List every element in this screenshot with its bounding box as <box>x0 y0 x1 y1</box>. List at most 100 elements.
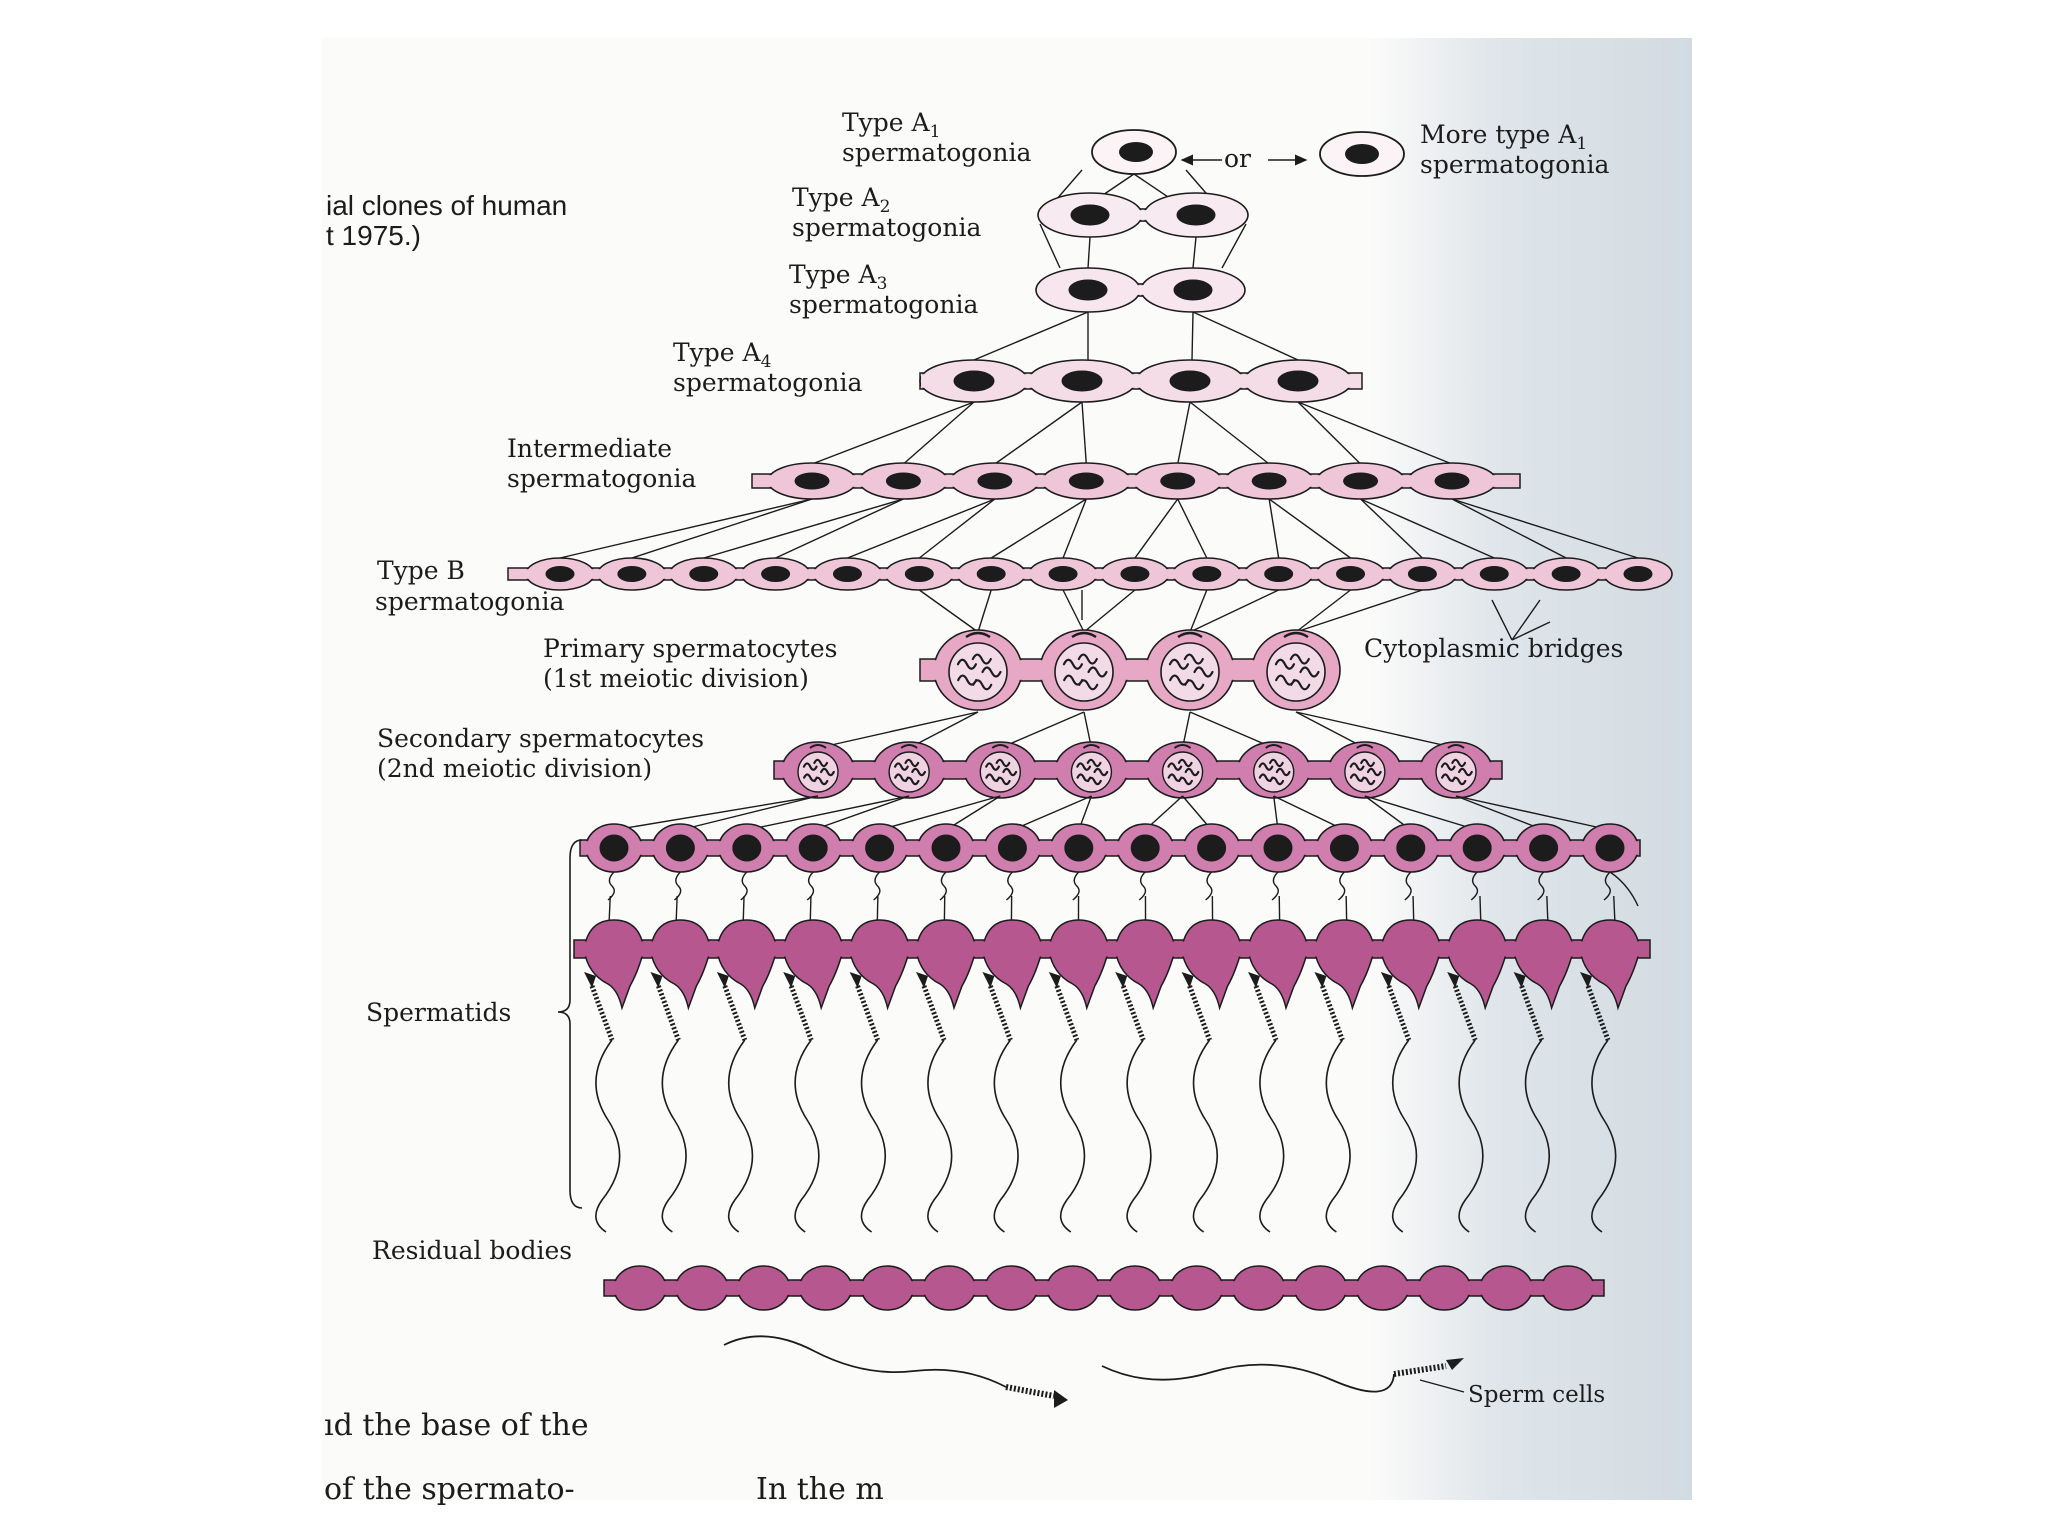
nucleus <box>1121 567 1149 582</box>
midpiece <box>1057 986 1077 1040</box>
lineage-line <box>776 499 904 558</box>
nucleus <box>1596 835 1624 861</box>
sperm-head <box>1446 1358 1464 1370</box>
flagellum-bud <box>1139 872 1145 900</box>
midpiece <box>1455 986 1475 1040</box>
flagellum-bud <box>1006 872 1012 900</box>
label-intermediate-sub: spermatogonia <box>507 464 696 493</box>
sperm-tail <box>1193 1040 1217 1232</box>
nucleus <box>866 835 894 861</box>
body-text-line-1: ıd the base of the <box>324 1408 589 1443</box>
label-or: or <box>1224 144 1251 173</box>
lineage-line <box>903 402 974 464</box>
label-primary-division: (1st meiotic division) <box>543 664 809 693</box>
lineage-line <box>1063 590 1084 632</box>
lineage-line <box>704 499 904 558</box>
lineage-line <box>1296 590 1422 632</box>
midpiece <box>1394 1366 1446 1374</box>
cell-fill <box>1296 1267 1345 1308</box>
secondary-nucleus <box>889 752 929 792</box>
primary-nucleus <box>1055 643 1113 701</box>
nucleus <box>1463 835 1491 861</box>
sperm-cell-left <box>724 1336 1068 1408</box>
type-b-row <box>508 558 1672 590</box>
nucleus <box>1049 567 1077 582</box>
nucleus <box>1069 280 1107 300</box>
intermediate-row <box>752 463 1520 499</box>
label-more-type-a1-sub: spermatogonia <box>1420 150 1609 179</box>
label-secondary-division: (2nd meiotic division) <box>377 754 652 783</box>
sperm-tail <box>1592 1040 1616 1232</box>
lineage-line <box>1269 499 1350 558</box>
body-text-line-3: In the m <box>756 1472 884 1507</box>
label-type-a3-sub: spermatogonia <box>789 290 978 319</box>
label-type-a2-sub: spermatogonia <box>792 213 981 242</box>
lineage-line <box>1190 712 1274 748</box>
lineage-line <box>614 796 818 830</box>
midpiece <box>1522 986 1542 1040</box>
flagellum-bud <box>674 872 680 900</box>
nucleus <box>905 567 933 582</box>
cell-fill <box>801 1267 850 1308</box>
nucleus <box>1071 205 1109 225</box>
nucleus <box>978 473 1012 489</box>
lineage-line <box>1178 402 1190 464</box>
cell-fill <box>677 1267 726 1308</box>
type-a3-row <box>1036 268 1245 312</box>
sperm-tail <box>994 1040 1018 1232</box>
sperm-tail <box>1260 1040 1284 1232</box>
label-type-b-sub: spermatogonia <box>375 587 564 616</box>
midpiece <box>1006 1387 1054 1396</box>
nucleus <box>833 567 861 582</box>
cell-fill <box>1481 1267 1530 1308</box>
nucleus <box>1530 835 1558 861</box>
lineage-line <box>1361 499 1423 558</box>
midpiece <box>658 986 678 1040</box>
lineage-line <box>1082 402 1086 464</box>
lineage-line <box>1296 590 1351 632</box>
sperm-tail <box>795 1040 819 1232</box>
nucleus <box>1198 835 1226 861</box>
lineage-line <box>812 402 974 464</box>
flagellum-bud <box>1471 872 1477 900</box>
flagellum-bud <box>741 872 747 900</box>
flagellum-bud <box>1272 872 1278 900</box>
nucleus <box>1131 835 1159 861</box>
nucleus <box>1330 835 1358 861</box>
label-type-a1-sub: spermatogonia <box>842 138 1031 167</box>
midpiece <box>1389 986 1409 1040</box>
midpiece <box>990 986 1010 1040</box>
nucleus <box>690 567 718 582</box>
nucleus <box>1408 567 1436 582</box>
cell-fill <box>863 1267 912 1308</box>
cell-fill <box>1234 1267 1283 1308</box>
lineage-line <box>1298 402 1452 464</box>
lineage-line <box>632 499 812 558</box>
lineage-line <box>1063 499 1086 558</box>
nucleus <box>733 835 761 861</box>
lineage-line <box>1000 712 1084 748</box>
label-residual-bodies: Residual bodies <box>372 1236 572 1265</box>
secondary-nucleus <box>1254 752 1294 792</box>
midpiece <box>1322 986 1342 1040</box>
label-sperm-cells: Sperm cells <box>1468 1381 1605 1410</box>
nucleus <box>799 835 827 861</box>
flagellum-bud <box>940 872 946 900</box>
nucleus <box>886 473 920 489</box>
secondary-spermatocyte-row <box>774 742 1502 798</box>
midpiece <box>1123 986 1143 1040</box>
label-cytoplasmic-bridges: Cytoplasmic bridges <box>1364 634 1623 663</box>
flagellum-bud <box>1538 872 1544 900</box>
flagellum-bud <box>608 872 614 900</box>
lineage-line <box>1178 499 1207 558</box>
nucleus <box>1264 835 1292 861</box>
cell-fill <box>1110 1267 1159 1308</box>
figure-caption-line-2: t 1975.) <box>326 220 421 252</box>
nucleus <box>1480 567 1508 582</box>
midpiece <box>1588 986 1608 1040</box>
cell-fill <box>739 1267 788 1308</box>
sperm-tail <box>1525 1040 1549 1232</box>
cell-fill <box>1358 1267 1407 1308</box>
flagellum-bud <box>1073 872 1079 900</box>
lineage-line <box>1452 499 1638 558</box>
